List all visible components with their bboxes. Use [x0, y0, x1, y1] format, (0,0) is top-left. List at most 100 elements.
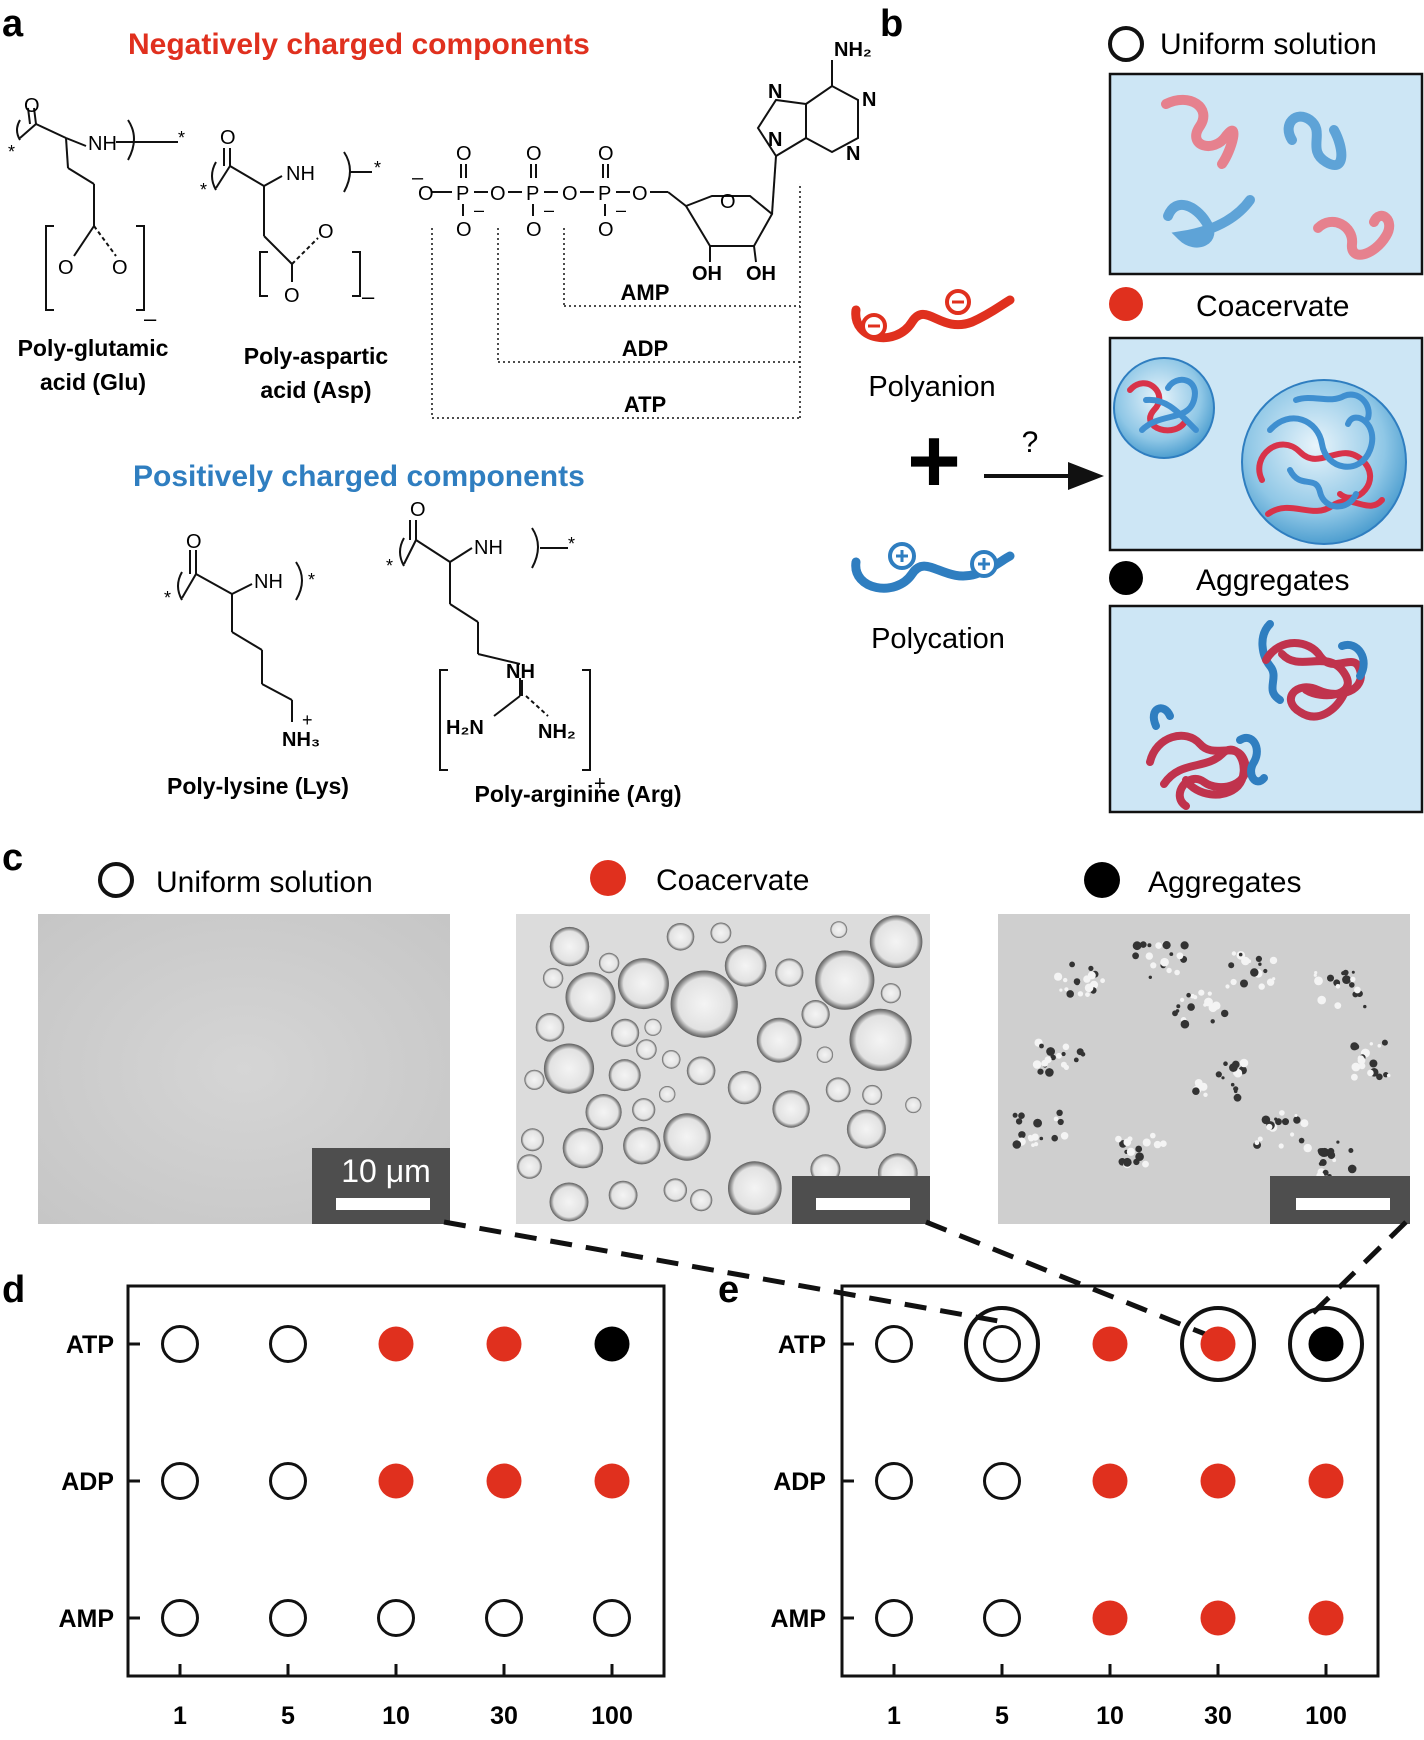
- arg-plus: +: [594, 773, 606, 795]
- aggregate-speck: [1172, 1010, 1178, 1017]
- x-tick-label: 10: [382, 1702, 410, 1730]
- aggregate-speck: [1351, 1062, 1361, 1072]
- point-adp-10-red: [1092, 1463, 1128, 1499]
- aggregate-speck: [1155, 942, 1162, 949]
- droplet: [661, 1050, 681, 1069]
- highlight-ring: [964, 1306, 1040, 1382]
- aggregate-speck: [1148, 975, 1153, 979]
- aggregate-speck: [1176, 952, 1184, 960]
- droplet: [623, 1127, 661, 1165]
- glu-o: O: [24, 95, 40, 117]
- atp-p1: P: [456, 183, 469, 205]
- atp-o-top3: O: [598, 143, 614, 165]
- aggregate-speck: [1018, 1131, 1026, 1139]
- lys-o: O: [186, 531, 202, 553]
- aggregate-speck: [1233, 1071, 1237, 1076]
- aggregate-speck: [1126, 1147, 1135, 1156]
- aggregate-speck: [1210, 1019, 1215, 1024]
- droplet: [849, 1008, 912, 1071]
- glutamic-acid-structure: [16, 107, 178, 311]
- arg-star-right: *: [568, 534, 575, 554]
- aggregate-speck: [1229, 1063, 1238, 1072]
- aggregate-speck: [1153, 1140, 1162, 1149]
- c-coacervate-label: Coacervate: [656, 864, 809, 897]
- aggregate-speck: [1250, 968, 1259, 977]
- x-tick-label: 100: [1305, 1702, 1347, 1730]
- point-atp-10-red: [1092, 1326, 1128, 1362]
- aggregate-speck: [1080, 1052, 1086, 1057]
- aggregate-speck: [1083, 975, 1091, 983]
- aggregate-speck: [1160, 1140, 1167, 1147]
- panel-label-c: c: [2, 837, 23, 879]
- aggregate-speck: [1160, 957, 1169, 967]
- asp-charge: –: [362, 284, 375, 309]
- polyanion-label: Polyanion: [868, 371, 995, 403]
- aggregate-speck: [1056, 1052, 1062, 1059]
- point-adp-1-open: [875, 1462, 913, 1500]
- lys-name: Poly-lysine (Lys): [167, 773, 349, 799]
- atp-p2: P: [526, 183, 539, 205]
- aggregate-speck: [1278, 1143, 1284, 1149]
- point-amp-10-open: [377, 1599, 415, 1637]
- aggregate-speck: [1180, 941, 1189, 950]
- adenine-n1: N: [862, 89, 876, 111]
- aggregate-speck: [1255, 955, 1262, 963]
- aggregate-speck: [1228, 962, 1235, 969]
- aggregate-speck: [1031, 1143, 1035, 1147]
- droplet: [846, 1109, 886, 1149]
- ribose-oh-left: OH: [692, 263, 722, 285]
- aggregate-speck: [1351, 1073, 1358, 1081]
- aggregate-speck: [1221, 1076, 1225, 1080]
- droplet: [756, 1017, 802, 1063]
- coacervate-micrograph: [516, 914, 930, 1224]
- aggregate-speck: [1231, 951, 1237, 956]
- droplet: [549, 926, 590, 967]
- point-adp-30-red: [486, 1463, 522, 1499]
- glu-name-line1: Poly-glutamic: [18, 335, 169, 361]
- lys-star: *: [164, 588, 171, 608]
- aggregate-speck: [1063, 977, 1068, 983]
- aggregate-speck: [1369, 1059, 1378, 1068]
- adenine-n7: N: [768, 81, 782, 103]
- droplet: [632, 1098, 656, 1122]
- droplet: [905, 1096, 922, 1114]
- aggregate-speck: [1034, 1142, 1039, 1147]
- chart-arginine: ATPADPAMP151030100Arginine (n): [770, 1284, 1380, 1730]
- point-atp-5-open: [269, 1325, 307, 1363]
- aggregate-speck: [1059, 988, 1063, 992]
- aggregate-speck: [1258, 983, 1265, 990]
- aggregate-speck: [1342, 969, 1349, 976]
- aggregate-speck: [1044, 1056, 1052, 1064]
- aggregate-speck: [1012, 1112, 1018, 1118]
- arrow-icon: [984, 462, 1104, 490]
- point-amp-30-open: [485, 1599, 523, 1637]
- aggregate-speck: [1069, 961, 1075, 968]
- polyanion-icon: [851, 289, 1015, 343]
- atp-o3: O: [562, 183, 578, 205]
- aggregate-speck: [1123, 1138, 1132, 1147]
- aspartic-acid-structure: [211, 148, 372, 297]
- lysine-structure: [177, 550, 303, 722]
- droplet: [880, 983, 902, 1004]
- point-atp-10-red: [378, 1326, 414, 1362]
- positive-heading: Positively charged components: [133, 460, 585, 493]
- uniform-micrograph: 10 μm: [38, 914, 450, 1224]
- aggregate-speck: [1269, 956, 1278, 965]
- aggregate-speck: [1132, 952, 1139, 960]
- aggregate-speck: [1062, 1043, 1070, 1051]
- panel-label-d: d: [2, 1269, 25, 1311]
- y-tick-label: AMP: [58, 1605, 114, 1633]
- aggregate-speck: [1377, 1044, 1382, 1048]
- aggregate-speck: [1142, 1138, 1151, 1147]
- ribose-o: O: [720, 191, 736, 213]
- x-tick-label: 100: [591, 1702, 633, 1730]
- atp-o-top2: O: [526, 143, 542, 165]
- aggregate-speck: [1230, 978, 1237, 986]
- droplet: [549, 1182, 589, 1222]
- coacervate-state-label: Coacervate: [1196, 290, 1349, 323]
- aggregate-speck: [1037, 1068, 1044, 1075]
- droplet: [830, 921, 848, 938]
- aggregate-speck: [1263, 968, 1268, 974]
- droplet: [775, 958, 804, 987]
- aggregate-speck: [1180, 1019, 1190, 1029]
